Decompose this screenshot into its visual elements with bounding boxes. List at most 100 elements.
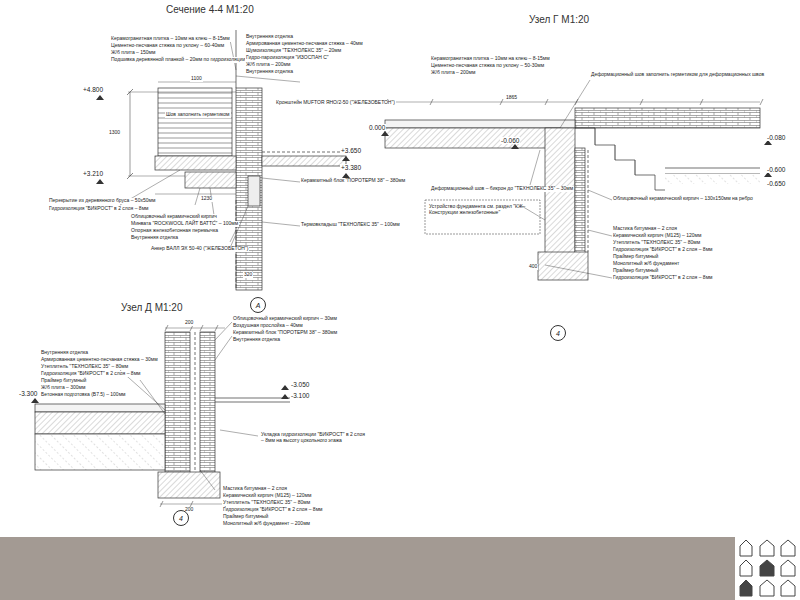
footer-band-part xyxy=(735,537,800,600)
section-4-4-part xyxy=(158,88,232,156)
node-g xyxy=(381,80,772,280)
annotation-text: Монолитный ж/б фундамент xyxy=(612,261,680,267)
annotation-text: +3.210 xyxy=(82,170,104,177)
section-4-4-part xyxy=(130,92,131,176)
drawing-title: Сечение 4-4 М1:20 xyxy=(165,4,255,16)
annotation-text: Керамогранитная плитка – 10мм на клею – … xyxy=(110,36,231,42)
annotation-text: 400 xyxy=(528,264,538,270)
annotation-text: Гидроизоляция "БИКРОСТ" в 2 слоя – 8мм xyxy=(612,247,714,253)
annotation-text: 1300 xyxy=(108,130,121,136)
annotation-text: Бетонная подготовка (В7.5) – 100мм xyxy=(40,392,127,398)
footer-band-part-part xyxy=(740,560,752,576)
annotation-text: Мастика битумная – 2 слоя xyxy=(222,486,288,492)
annotation-text: Воздушная прослойка – 40мм xyxy=(232,323,304,329)
annotation-text: 320 xyxy=(243,272,253,278)
annotation-text: Керамзитный блок "ПОРОТЕРМ 38" – 380мм xyxy=(232,330,338,336)
annotation-text: Подшивка деревянной планкой – 20мм по ги… xyxy=(110,57,246,63)
annotation-text: Облицовочный керамический кирпич xyxy=(130,214,218,220)
annotation-text: Цементно-песчаная стяжка по уклону – 50-… xyxy=(430,63,545,69)
annotation-text: Ж/б плита – 150мм xyxy=(110,50,156,56)
section-4-4-part xyxy=(120,40,300,248)
node-g-part xyxy=(520,80,612,278)
node-g-part xyxy=(385,102,760,103)
node-d-part xyxy=(195,332,196,472)
annotation-text: Утеплитель "ТЕХНОЛЕКС 35" – 80мм xyxy=(40,364,129,370)
section-4-4-part xyxy=(262,156,346,166)
annotation-text: Деформационный шов – бикрон до "ТЕХНОЛЕК… xyxy=(430,186,574,192)
annotation-text: Армированная цементно-песчаная стяжка – … xyxy=(245,41,364,47)
annotation-text: Керамический кирпич (М125) – 120мм xyxy=(222,493,312,499)
annotation-text: Керамический кирпич (М125) – 120мм xyxy=(612,233,702,239)
annotation-text: Устройство фундамента см. раздел "КЖ–Кон… xyxy=(428,204,538,216)
annotation-text: Термовкладыш "ТЕХНОЛЕКС 35" – 100мм xyxy=(300,222,401,228)
annotation-text: Внутренняя отделка xyxy=(130,235,179,241)
annotation-text: Монолитный ж/б фундамент – 200мм xyxy=(222,521,311,527)
annotation-text: Шумоизоляция "ТЕХНОЛЕКС 35" – 20мм xyxy=(245,48,342,54)
node-d-part xyxy=(160,504,225,505)
node-d-part xyxy=(31,385,289,403)
annotation-text: +4.800 xyxy=(82,86,104,93)
footer-band-part-part xyxy=(760,580,774,596)
node-g-part xyxy=(425,200,540,234)
section-4-4-part xyxy=(127,89,133,179)
annotation-text: Анкер ВАЛЛ ЭХ 50-40 ("ЖЕЛЕЗОБЕТОН") xyxy=(150,246,249,252)
footer-band-part-part xyxy=(740,540,752,556)
annotation-text: Керамогранитная плитка – 10мм на клею – … xyxy=(430,56,551,62)
drawing-title: Узел Г М1:20 xyxy=(528,14,590,26)
annotation-text: Перекрытие из деревянного бруса – 50х50м… xyxy=(48,198,156,204)
annotation-text: -0.600 xyxy=(766,166,786,173)
node-g-part xyxy=(575,148,585,258)
annotation-text: Праймер битумный xyxy=(612,254,659,260)
node-g-part xyxy=(381,131,772,177)
node-g-part xyxy=(575,128,665,190)
node-d-part xyxy=(35,404,165,412)
section-4-4-part xyxy=(96,95,350,184)
annotation-text: Армированная цементно-песчаная стяжка – … xyxy=(40,357,159,363)
annotation-text: 0.000 xyxy=(368,124,386,131)
footer-band-part-part xyxy=(760,560,774,576)
annotation-text: 1865 xyxy=(505,95,518,101)
annotation-text: Гидроизоляция "БИКРОСТ" в 2 слоя – 8мм xyxy=(222,507,324,513)
annotation-text: Праймер битумный xyxy=(612,268,659,274)
annotation-text: Мастика битумная – 2 слоя xyxy=(612,226,678,232)
footer-band-part xyxy=(740,540,795,596)
annotation-text: Кронштейн MUFTOR ЯНО/2-50 ("ЖЕЛЕЗОБЕТОН"… xyxy=(275,100,396,106)
annotation-text: -3.050 xyxy=(290,381,310,388)
annotation-text: -3.100 xyxy=(290,392,310,399)
annotation-text: 1100 xyxy=(190,76,203,82)
section-4-4-part xyxy=(128,92,236,93)
node-g-part xyxy=(588,150,589,252)
annotation-text: Деформационный шов заполнить герметиком … xyxy=(590,72,765,78)
node-d-part xyxy=(120,322,258,490)
section-4-4-part xyxy=(248,176,260,206)
section-4-4-part xyxy=(236,88,262,290)
annotation-text: Цементно-песчаная стяжка по уклону – 60-… xyxy=(110,43,225,49)
node-d-part xyxy=(165,332,190,472)
annotation-text: -0.650 xyxy=(766,180,786,187)
annotation-text: -0.080 xyxy=(766,134,786,141)
section-4-4-part xyxy=(262,152,346,153)
annotation-text: Праймер битумный xyxy=(222,514,269,520)
node-d-part xyxy=(35,412,165,434)
annotation-text: Гидроизоляция "БИКРОСТ" в 2 слоя – 8мм xyxy=(40,371,142,377)
callout-number: 4 xyxy=(179,515,183,522)
annotation-text: Облицовочный керамический кирпич – 30мм xyxy=(232,316,338,322)
annotation-text: 1230 xyxy=(200,196,213,202)
annotation-text: Укладка гидроизоляции "БИКРОСТ" в 2 слоя… xyxy=(260,432,370,444)
annotation-text: Шов заполнить герметиком xyxy=(165,112,231,118)
annotation-text: Внутренняя отделка xyxy=(245,69,294,75)
annotation-text: Керамзитный блок "ПОРОТЕРМ 38" – 380мм xyxy=(300,178,406,184)
node-g-part xyxy=(595,128,635,175)
section-4-4-part xyxy=(185,172,236,188)
annotation-text: Ж/б плита – 200мм xyxy=(245,62,291,68)
node-g-part xyxy=(385,120,575,128)
annotation-text: Гидроизоляция "БИКРОСТ" в 2 слоя – 8мм xyxy=(48,206,150,212)
annotation-text: Внутренняя отделка xyxy=(245,34,294,40)
footer-band-part-part xyxy=(781,580,795,596)
annotation-text: Праймер битумный xyxy=(40,378,87,384)
node-g-part xyxy=(385,99,763,105)
node-g-part xyxy=(575,108,760,128)
